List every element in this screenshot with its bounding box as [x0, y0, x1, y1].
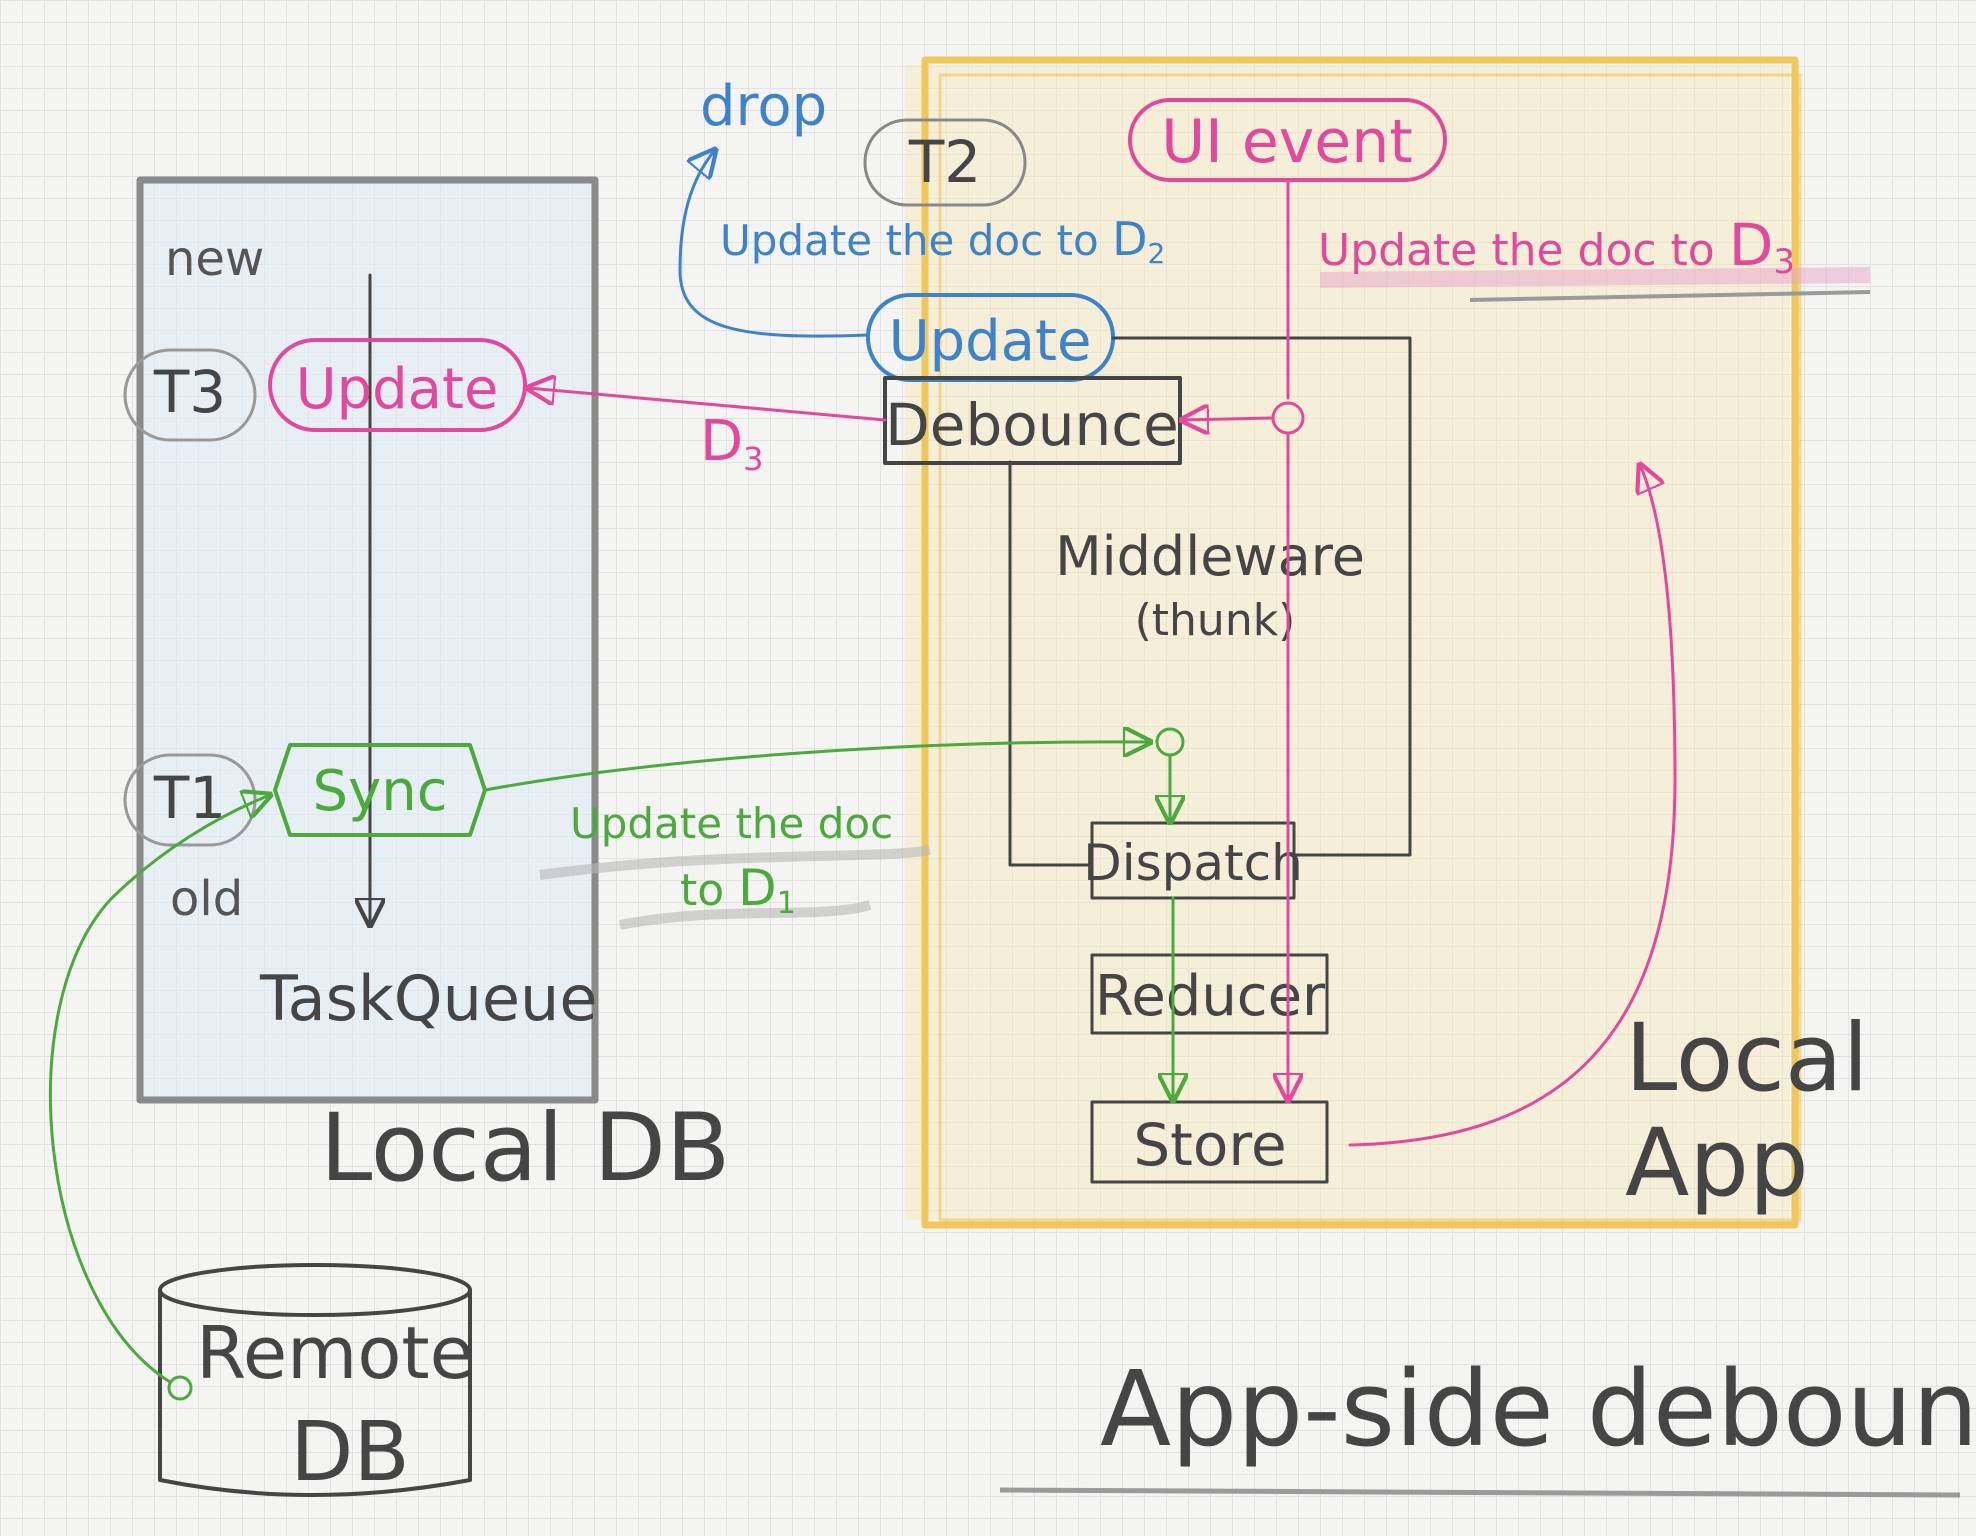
task-t1-label: Sync [313, 759, 448, 824]
local-app-label-line1: Local [1625, 1004, 1869, 1113]
local-db-region [136, 176, 599, 1104]
green-annotation-line1: Update the doc [570, 799, 893, 848]
task-t3-label: Update [296, 357, 499, 422]
dispatch-box [1090, 821, 1296, 900]
drop-arrow [678, 150, 870, 338]
task-t2-id: T2 [908, 128, 981, 196]
pink-annotation-underline [1319, 267, 1871, 288]
task-t2-label: Update [889, 309, 1092, 374]
reducer-label: Reducer [1095, 964, 1326, 1029]
remote-db-cylinder: Remote DB [158, 1263, 474, 1500]
remote-db-label-line1: Remote [196, 1311, 474, 1395]
task-t1: T1 Sync [123, 743, 487, 847]
local-db-label: Local DB [320, 1094, 730, 1203]
middleware-enclosure [1008, 336, 1412, 867]
task-t3: T3 Update [123, 338, 527, 442]
pink-d3-label: D3 [700, 409, 763, 478]
green-annotation-underline [539, 845, 931, 930]
local-app-region [905, 56, 1802, 1229]
ui-event-label: UI event [1161, 107, 1413, 177]
pink-annotation: Update the doc to D3 [1318, 211, 1795, 282]
blue-annotation: Update the doc to D2 [720, 212, 1165, 270]
task-queue-label: TaskQueue [259, 962, 598, 1035]
diagram-title: App-side debounce [1100, 1348, 1976, 1470]
middleware-sub-label: (thunk) [1135, 595, 1296, 646]
reducer-box [1090, 953, 1329, 1035]
drop-label: drop [700, 74, 827, 139]
task-t3-id: T3 [153, 358, 226, 426]
dispatch-label: Dispatch [1083, 834, 1303, 892]
store-label: Store [1133, 1111, 1286, 1179]
task-t2: T2 Update [863, 118, 1115, 382]
title-underline [999, 1487, 1961, 1498]
remote-db-label-line2: DB [290, 1405, 409, 1500]
store-box [1090, 1100, 1329, 1184]
local-app-label-line2: App [1625, 1109, 1809, 1218]
pink-flow [528, 178, 1677, 1147]
green-annotation-line2: to D1 [680, 859, 796, 921]
middleware-label: Middleware [1055, 525, 1365, 588]
green-flow [48, 729, 1183, 1401]
newer-label: new [165, 231, 264, 287]
older-label: old [170, 871, 243, 927]
debounce-label: Debounce [885, 391, 1179, 459]
